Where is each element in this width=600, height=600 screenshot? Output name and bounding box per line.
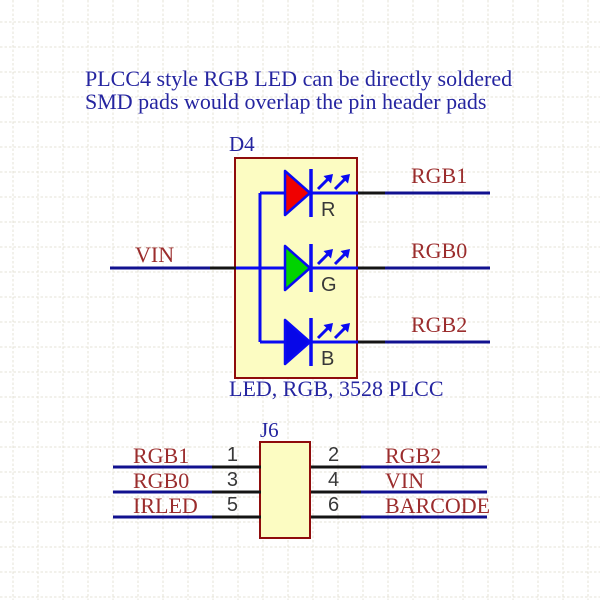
note-line-1: PLCC4 style RGB LED can be directly sold…: [85, 66, 513, 91]
note-line-2: SMD pads would overlap the pin header pa…: [85, 89, 487, 114]
net-label-vin-input[interactable]: VIN: [135, 242, 175, 267]
net-label-j6-rgb0[interactable]: RGB0: [133, 468, 190, 493]
led-emission-arrow: [333, 251, 348, 266]
led-emission-arrow: [316, 325, 331, 340]
j6-component-body[interactable]: [259, 441, 311, 539]
led-letter-r: R: [321, 199, 336, 221]
j6-pin-number-2: 2: [328, 444, 340, 466]
j6-pin-number-3: 3: [226, 469, 238, 491]
led-emission-arrow: [333, 176, 348, 191]
led-emission-arrowhead: [340, 323, 350, 333]
led-emission-arrowhead: [323, 323, 333, 333]
led-emission-arrowhead: [340, 249, 350, 259]
led-triangle-r: [283, 169, 312, 217]
led-emission-arrow: [316, 176, 331, 191]
led-triangle-g: [283, 244, 312, 292]
led-emission-arrowhead: [323, 174, 333, 184]
net-label-j6-rgb2[interactable]: RGB2: [385, 443, 442, 468]
d4-designator[interactable]: D4: [229, 132, 255, 156]
led-emission-arrowhead: [340, 174, 350, 184]
j6-pin-number-1: 1: [226, 444, 238, 466]
j6-pin-number-4: 4: [328, 469, 340, 491]
led-triangle-b: [283, 318, 312, 366]
net-label-rgb1[interactable]: RGB1: [411, 163, 468, 188]
led-emission-arrow: [316, 251, 331, 266]
net-label-rgb2[interactable]: RGB2: [411, 312, 468, 337]
j6-pin-number-5: 5: [226, 494, 238, 516]
net-label-j6-rgb1[interactable]: RGB1: [133, 443, 190, 468]
j6-designator[interactable]: J6: [260, 418, 279, 442]
led-letter-b: B: [321, 348, 335, 370]
d4-description[interactable]: LED, RGB, 3528 PLCC: [229, 376, 444, 401]
led-emission-arrowhead: [323, 249, 333, 259]
net-label-j6-irled[interactable]: IRLED: [133, 493, 198, 518]
net-label-j6-vin[interactable]: VIN: [385, 468, 425, 493]
j6-pin-number-6: 6: [328, 494, 340, 516]
net-label-rgb0[interactable]: RGB0: [411, 238, 468, 263]
led-emission-arrow: [333, 325, 348, 340]
net-label-j6-barcode[interactable]: BARCODE: [385, 493, 491, 518]
led-letter-g: G: [321, 274, 337, 296]
